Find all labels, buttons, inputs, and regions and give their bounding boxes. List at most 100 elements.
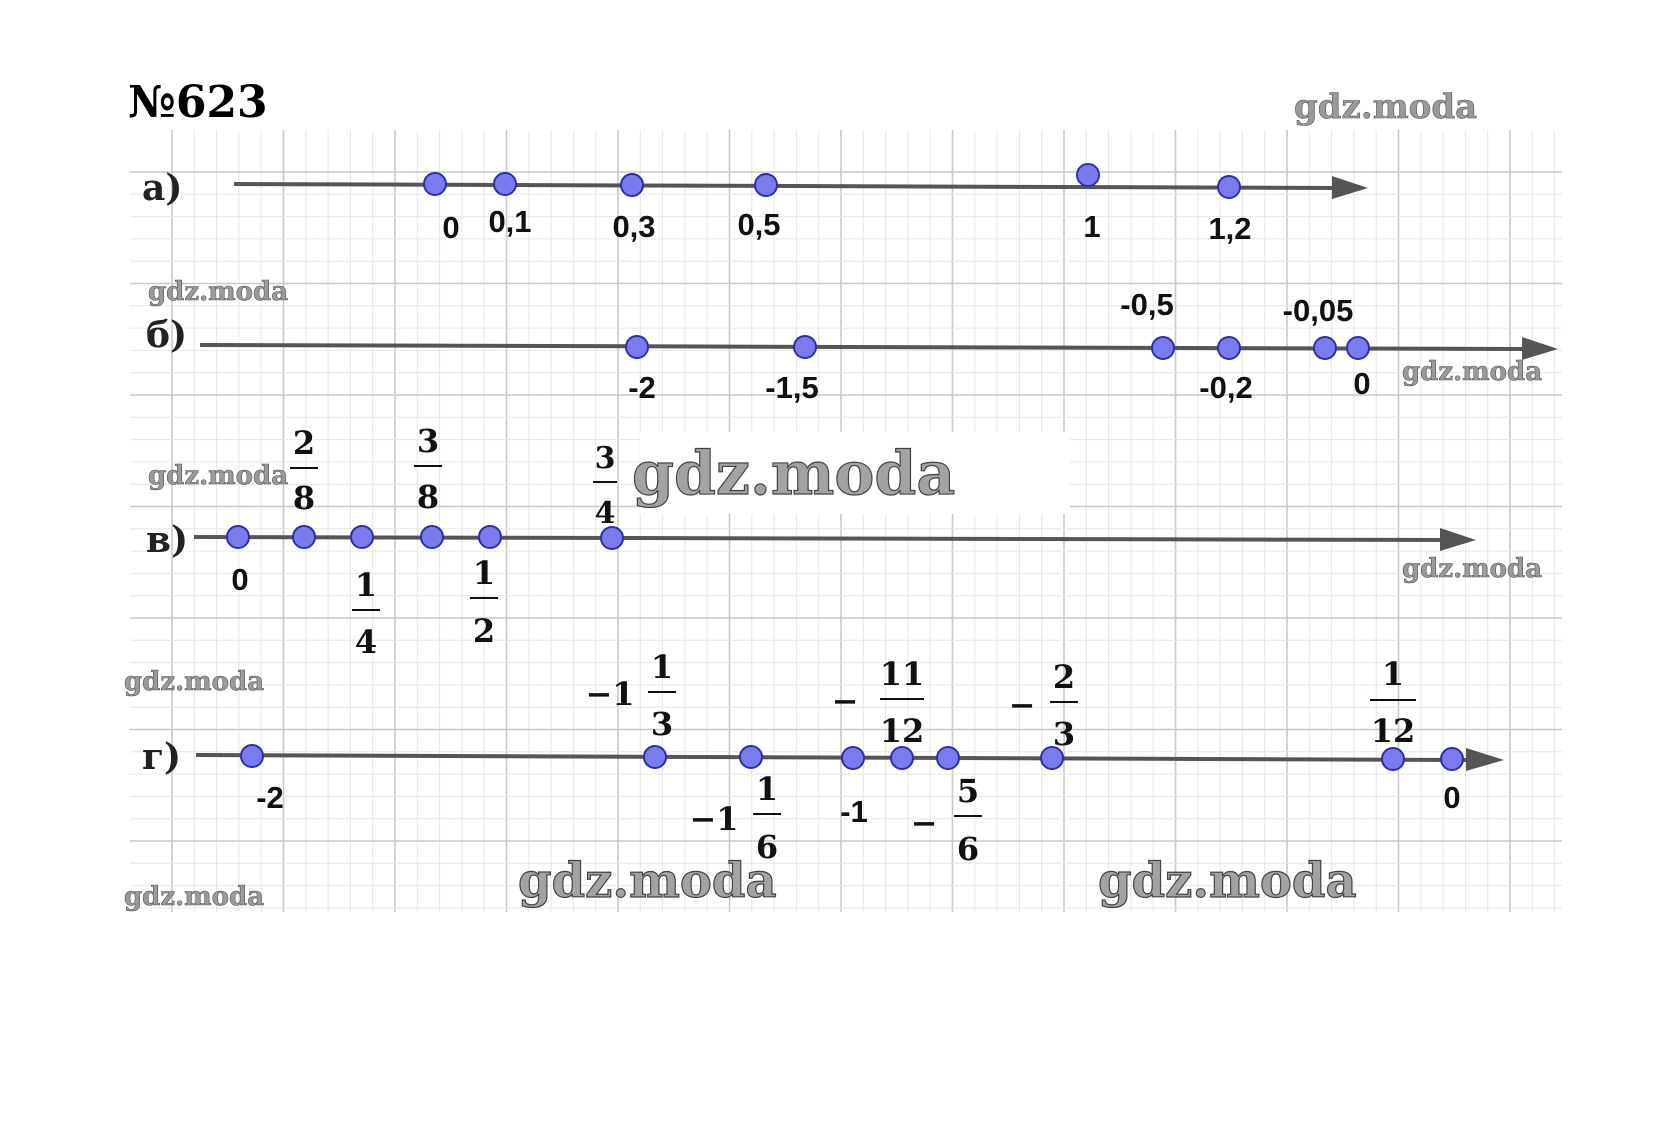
point xyxy=(936,746,960,770)
exercise-title: №623 xyxy=(128,77,268,128)
number-line-b: б) -2 -1,5 -0,5 -0,2 -0,05 0 xyxy=(146,287,1558,405)
point xyxy=(1040,746,1064,770)
watermark: gdz.moda xyxy=(148,277,288,307)
watermark: gdz.moda xyxy=(124,667,264,697)
point xyxy=(620,173,644,197)
point-label: -1,5 xyxy=(765,370,818,405)
numerator: 2 xyxy=(293,424,315,462)
point xyxy=(478,525,502,549)
point-label: 0 xyxy=(1353,366,1370,401)
watermark: gdz.moda xyxy=(1402,357,1542,387)
point xyxy=(890,746,914,770)
point-label: 0,3 xyxy=(612,209,655,244)
fraction-label: − 2 3 xyxy=(1009,658,1078,753)
watermark: gdz.moda xyxy=(1294,87,1477,127)
point xyxy=(793,335,817,359)
point-label: -0,5 xyxy=(1120,287,1173,322)
point xyxy=(423,172,447,196)
part-label: б) xyxy=(146,314,187,356)
point xyxy=(1151,336,1175,360)
point-label: -2 xyxy=(256,780,284,815)
fraction-label: 3 4 xyxy=(593,441,617,531)
point xyxy=(625,335,649,359)
point-label: 0,1 xyxy=(488,204,531,239)
point xyxy=(226,525,250,549)
point xyxy=(1381,747,1405,771)
part-label: в) xyxy=(146,519,188,561)
point xyxy=(350,525,374,549)
point-label: -0,05 xyxy=(1283,293,1354,328)
denominator: 8 xyxy=(293,479,315,517)
denominator: 3 xyxy=(1053,715,1075,753)
fraction-label: −1 1 6 xyxy=(689,770,781,866)
axis-arrow xyxy=(1440,528,1476,551)
watermark: gdz.moda xyxy=(1098,853,1357,909)
watermarks: gdz.moda gdz.moda gdz.moda gdz.moda gdz.… xyxy=(124,87,1543,913)
fraction-sign: − xyxy=(832,682,859,720)
part-label: а) xyxy=(142,167,182,209)
watermark: gdz.moda xyxy=(148,461,288,491)
point xyxy=(292,525,316,549)
point xyxy=(754,173,778,197)
numerator: 1 xyxy=(1382,655,1404,693)
numerator: 2 xyxy=(1053,658,1075,696)
axis-line xyxy=(195,753,1473,762)
numerator: 1 xyxy=(355,566,377,604)
number-line-a: а) 0 0,1 0,3 0,5 1 1,2 xyxy=(142,163,1368,246)
point xyxy=(1346,336,1370,360)
point-label: -0,2 xyxy=(1199,370,1252,405)
fraction-label: 3 8 xyxy=(414,422,442,516)
point xyxy=(1217,336,1241,360)
watermark: gdz.moda xyxy=(1402,554,1542,584)
denominator: 12 xyxy=(1371,712,1416,750)
point xyxy=(600,526,624,550)
denominator: 12 xyxy=(880,712,925,750)
numerator: 1 xyxy=(473,554,495,592)
point-label: 0,5 xyxy=(737,207,780,242)
point xyxy=(643,745,667,769)
number-line-d: г) -2 −1 1 3 −1 1 6 -1 − 11 12 xyxy=(142,648,1504,868)
fraction-sign: − xyxy=(1009,686,1036,724)
fraction-label: 1 12 − xyxy=(1360,655,1416,750)
grid xyxy=(130,130,1562,912)
denominator: 6 xyxy=(957,830,979,868)
point-label: -1 xyxy=(840,794,868,829)
point xyxy=(739,745,763,769)
point xyxy=(420,525,444,549)
fraction-label: 1 4 xyxy=(352,566,380,661)
fraction-label: −1 1 3 xyxy=(585,648,676,743)
point-label: -2 xyxy=(628,370,656,405)
fraction-label: − 5 6 xyxy=(911,772,982,868)
fraction-sign: −1 xyxy=(585,675,634,713)
point xyxy=(240,744,264,768)
numerator: 3 xyxy=(595,441,616,476)
denominator: 4 xyxy=(355,623,377,661)
numerator: 1 xyxy=(756,770,778,808)
fraction-label: − 11 12 xyxy=(832,655,925,750)
number-line-c: в) 0 2 8 1 4 3 8 1 2 3 xyxy=(146,422,1476,661)
axis-arrow xyxy=(1332,176,1368,199)
point-label: 1 xyxy=(1083,209,1100,244)
denominator: 3 xyxy=(651,705,673,743)
axis-arrow xyxy=(1466,748,1504,771)
numerator: 11 xyxy=(880,655,925,693)
point xyxy=(1440,747,1464,771)
denominator: 4 xyxy=(595,496,616,531)
denominator: 6 xyxy=(756,828,778,866)
point xyxy=(841,746,865,770)
point-label: 1,2 xyxy=(1208,211,1251,246)
point xyxy=(1313,336,1337,360)
axis-arrow xyxy=(1522,337,1558,360)
point-label: 0 xyxy=(1443,780,1460,815)
denominator: 2 xyxy=(473,612,495,650)
denominator: 8 xyxy=(417,478,439,516)
point-label: 0 xyxy=(231,562,248,597)
part-label: г) xyxy=(142,736,181,778)
fraction-label: 2 8 xyxy=(290,424,318,517)
numerator: 3 xyxy=(417,422,439,460)
point xyxy=(1217,175,1241,199)
numerator: 5 xyxy=(957,772,979,810)
point xyxy=(493,172,517,196)
fraction-label: 1 2 xyxy=(470,554,498,650)
fraction-sign: − xyxy=(911,804,938,842)
